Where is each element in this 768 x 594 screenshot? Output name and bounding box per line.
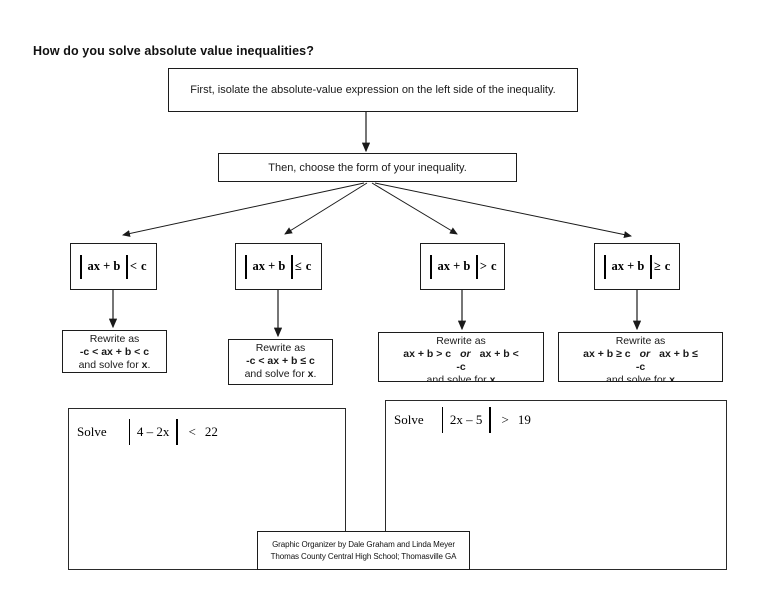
abs-bar-icon	[126, 254, 128, 279]
rewrite-footer: and solve for x	[559, 374, 722, 382]
credit-box: Graphic Organizer by Dale Graham and Lin…	[257, 531, 470, 570]
form-box-gt: ax + b > c	[420, 243, 505, 290]
abs-bar-icon	[245, 254, 247, 279]
footer-variable: x	[141, 359, 148, 371]
rewrite-heading: Rewrite as	[615, 335, 666, 347]
page-title: How do you solve absolute value inequali…	[33, 44, 314, 58]
form-box-ge: ax + b ≥ c	[594, 243, 680, 290]
rewrite-heading: Rewrite as	[255, 342, 306, 354]
form-box-lt: ax + b < c	[70, 243, 157, 290]
rewrite-formula: -c < ax + b ≤ c	[246, 355, 315, 367]
formula-or: or	[639, 348, 651, 360]
rewrite-heading: Rewrite as	[89, 333, 140, 345]
form-bound: c	[305, 259, 312, 273]
practice-problem: Solve 4 – 2x < 22	[69, 409, 345, 445]
abs-bar-icon	[291, 254, 293, 279]
form-expr: ax + b	[611, 259, 645, 273]
form-relation: <	[129, 259, 137, 273]
footer-text: and solve for	[606, 374, 667, 382]
form-bound: c	[490, 259, 497, 273]
footer-variable: x	[307, 368, 314, 380]
arrow-choose-to-form-le	[284, 182, 368, 235]
footer-end: .	[313, 368, 317, 380]
abs-bar-icon	[176, 419, 178, 445]
step1-box: First, isolate the absolute-value expres…	[168, 68, 578, 112]
abs-bar-icon	[604, 254, 606, 279]
formula-right: ax + b ≤	[659, 348, 698, 360]
abs-bar-icon	[441, 407, 443, 433]
form-relation: ≥	[653, 259, 661, 273]
arrow-choose-to-form-ge	[374, 182, 632, 239]
formula-wrapped: -c	[635, 361, 646, 373]
abs-bar-icon	[650, 254, 652, 279]
practice-expr: 2x – 5	[449, 412, 483, 427]
abs-bar-icon	[476, 254, 478, 279]
footer-text: and solve for	[78, 359, 139, 371]
formula-left: ax + b ≥ c	[583, 348, 631, 360]
abs-bar-icon	[430, 254, 432, 279]
solve-label: Solve	[77, 424, 107, 439]
formula-left: ax + b > c	[403, 348, 452, 360]
form-bound: c	[664, 259, 671, 273]
rewrite-heading: Rewrite as	[436, 335, 486, 347]
formula-wrapped: -c	[456, 361, 466, 373]
form-relation: >	[479, 259, 487, 273]
form-expr: ax + b	[252, 259, 286, 273]
formula-or: or	[460, 348, 471, 360]
step2-box: Then, choose the form of your inequality…	[218, 153, 517, 182]
footer-text: and solve for	[244, 368, 305, 380]
solve-label: Solve	[394, 412, 424, 427]
rewrite-box-ge: Rewrite as ax + b ≥ c or ax + b ≤ -c and s…	[558, 332, 723, 382]
practice-value: 19	[517, 412, 531, 427]
rewrite-box-lt: Rewrite as -c < ax + b < c and solve for…	[62, 330, 167, 373]
rewrite-formula: -c < ax + b < c	[79, 346, 150, 358]
form-bound: c	[140, 259, 147, 273]
practice-value: 22	[204, 424, 218, 439]
footer-end: .	[147, 359, 151, 371]
form-box-le: ax + b ≤ c	[235, 243, 322, 290]
formula-right: ax + b <	[479, 348, 519, 360]
footer-variable: x	[669, 374, 675, 382]
step2-text: Then, choose the form of your inequality…	[268, 161, 467, 174]
arrow-choose-to-form-gt	[371, 182, 458, 235]
rewrite-box-gt: Rewrite as ax + b > c or ax + b < -c and s…	[378, 332, 544, 382]
form-expr: ax + b	[87, 259, 121, 273]
rewrite-box-le: Rewrite as -c < ax + b ≤ c and solve for…	[228, 339, 333, 385]
practice-relation: <	[188, 424, 196, 439]
rewrite-footer: and solve for x.	[229, 368, 332, 381]
form-expr: ax + b	[437, 259, 471, 273]
practice-relation: >	[501, 412, 509, 427]
credit-line2: Thomas County Central High School; Thoma…	[270, 551, 457, 561]
arrow-choose-to-form-lt	[122, 182, 365, 237]
rewrite-formula: ax + b ≥ c or ax + b ≤	[559, 348, 722, 361]
footer-text: and solve for	[426, 374, 487, 382]
footer-variable: x	[489, 374, 496, 382]
abs-bar-icon	[128, 419, 130, 445]
step1-text: First, isolate the absolute-value expres…	[190, 84, 556, 96]
rewrite-formula: ax + b > c or ax + b <	[379, 348, 543, 361]
abs-bar-icon	[489, 407, 491, 433]
form-relation: ≤	[294, 259, 302, 273]
rewrite-footer: and solve for x.	[63, 359, 166, 372]
abs-bar-icon	[80, 254, 82, 279]
rewrite-footer: and solve for x	[379, 374, 543, 382]
practice-expr: 4 – 2x	[136, 424, 170, 439]
credit-line1: Graphic Organizer by Dale Graham and Lin…	[272, 540, 455, 549]
practice-problem: Solve 2x – 5 > 19	[386, 401, 726, 433]
